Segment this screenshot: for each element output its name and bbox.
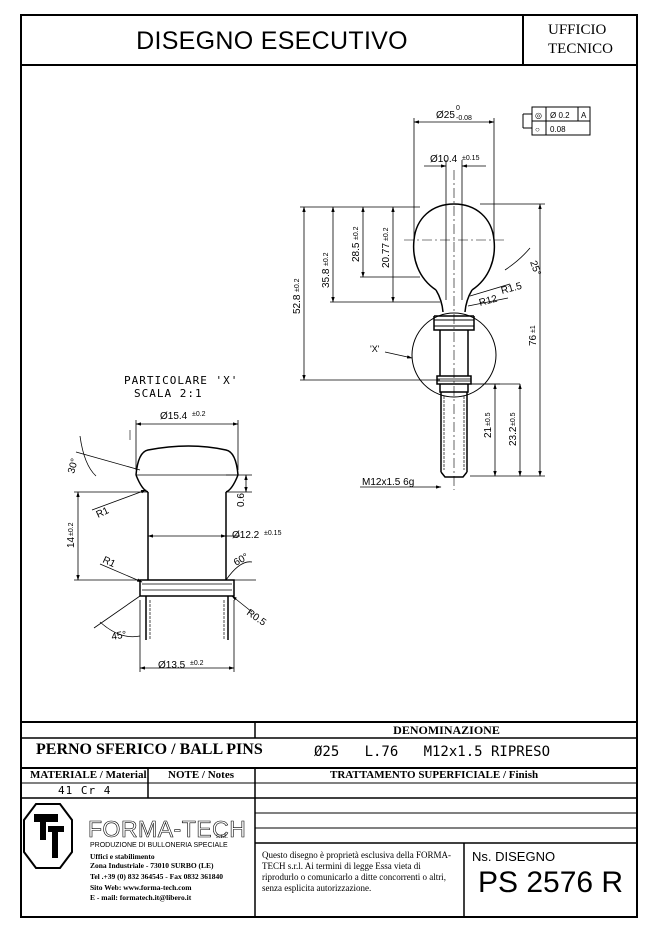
dim-d104-tol: ±0.15 xyxy=(462,155,480,162)
detail-x-circle xyxy=(411,312,497,398)
main-dimension-lines xyxy=(300,118,545,489)
material-label: MATERIALE / Material xyxy=(30,769,147,781)
copyright-notice: Questo disegno è proprietà esclusiva del… xyxy=(262,850,451,893)
drawing-frame: DISEGNO ESECUTIVO UFFICIO TECNICO xyxy=(20,14,638,918)
company-web: Sito Web: www.forma-tech.com xyxy=(90,883,192,892)
dim-angle60: 60° xyxy=(232,552,251,569)
company-email: E - mail: formatech.it@libero.it xyxy=(90,893,192,902)
dim-r1-bottom: R1 xyxy=(101,555,118,571)
denominazione-label: DENOMINAZIONE xyxy=(393,723,500,737)
office-line-1: UFFICIO xyxy=(548,22,607,38)
dim-l232-tol: ±0.5 xyxy=(510,412,517,426)
dim-l2077: 20.77 xyxy=(381,243,392,268)
dim-l358: 35.8 xyxy=(321,268,332,288)
material-value: 41 Cr 4 xyxy=(58,784,112,797)
detail-dimension-lines xyxy=(74,420,256,672)
dim-d104: Ø10.4 xyxy=(430,154,458,165)
company-offices-label: Uffici e stabilimento xyxy=(90,852,155,861)
detail-part-view xyxy=(135,445,239,640)
company-tagline: PRODUZIONE DI BULLONERIA SPECIALE xyxy=(90,842,228,849)
dim-l2077-tol: ±0.2 xyxy=(383,227,390,241)
drawing-number: PS 2576 R xyxy=(478,866,624,899)
part-spec: Ø25 L.76 M12x1.5 RIPRESO xyxy=(314,744,551,760)
dim-d122-tol: ±0.15 xyxy=(264,530,282,537)
dim-l528: 52.8 xyxy=(292,294,303,314)
tolerance-symbol-circular: ○ xyxy=(535,125,540,134)
dim-l21-tol: ±0.5 xyxy=(485,412,492,426)
dim-r1-top: R1 xyxy=(95,505,112,521)
detail-x-label: 'X' xyxy=(370,344,380,354)
tolerance-datum: A xyxy=(581,111,587,120)
office-label: UFFICIO TECNICO xyxy=(522,16,636,66)
main-dimension-labels: Ø25 0 -0.08 Ø10.4 ±0.15 52.8 ±0.2 35.8 ±… xyxy=(292,105,543,488)
dim-d154-tol: ±0.2 xyxy=(192,411,206,418)
dim-d122: Ø12.2 xyxy=(232,530,260,541)
dim-thread: M12x1.5 6g xyxy=(362,477,414,488)
company-phone: Tel .+39 (0) 832 364545 - Fax 0832 36184… xyxy=(90,872,223,881)
header-row: DISEGNO ESECUTIVO UFFICIO TECNICO xyxy=(22,16,636,66)
dim-r12: R12 xyxy=(478,293,499,308)
drawing-number-label: Ns. DISEGNO xyxy=(472,849,556,864)
office-line-2: TECNICO xyxy=(548,41,613,57)
finish-label: TRATTAMENTO SUPERFICIALE / Finish xyxy=(330,769,539,781)
tolerance-value-1: Ø 0.2 xyxy=(550,111,570,120)
dim-l76-tol: ±1 xyxy=(530,325,537,333)
detail-scale: SCALA 2:1 xyxy=(134,387,203,400)
tolerance-frame xyxy=(522,106,591,136)
company-suffix: s.r.l. xyxy=(216,832,228,840)
dim-l232: 23.2 xyxy=(508,426,519,446)
dim-angle45: 45° xyxy=(111,629,128,642)
dim-l528-tol: ±0.2 xyxy=(294,278,301,292)
dim-r15: R1.5 xyxy=(500,281,524,297)
dim-d25-tol-low: -0.08 xyxy=(456,115,472,122)
tolerance-frame-text: ◎ Ø 0.2 A ○ 0.08 xyxy=(535,111,587,134)
tolerance-symbol-concentric: ◎ xyxy=(535,111,542,120)
title-block-grid xyxy=(21,721,637,918)
dim-l285: 28.5 xyxy=(351,242,362,262)
dim-l14: 14 xyxy=(66,536,77,548)
detail-title: PARTICOLARE 'X' xyxy=(124,374,238,387)
company-logo xyxy=(23,803,73,869)
dim-l14-tol: ±0.2 xyxy=(68,522,75,536)
dim-angle25: 25° xyxy=(527,259,543,277)
dim-l358-tol: ±0.2 xyxy=(323,252,330,266)
dim-d135: Ø13.5 xyxy=(158,660,186,671)
tolerance-value-2: 0.08 xyxy=(550,125,566,134)
dim-d25-tol-up: 0 xyxy=(456,105,460,112)
dim-l285-tol: ±0.2 xyxy=(353,226,360,240)
company-name: FORMA-TECH xyxy=(88,816,247,843)
part-name: PERNO SFERICO / BALL PINS xyxy=(36,741,263,758)
dim-r05: R0.5 xyxy=(244,607,268,628)
notes-label: NOTE / Notes xyxy=(168,769,234,781)
dim-d25: Ø25 xyxy=(436,110,455,121)
company-address: Zona Industriale - 73010 SURBO (LE) xyxy=(90,861,214,870)
page-title: DISEGNO ESECUTIVO xyxy=(136,26,408,55)
dim-l21: 21 xyxy=(483,426,494,438)
dim-d154: Ø15.4 xyxy=(160,411,188,422)
detail-dimension-labels: Ø15.4 ±0.2 30° R1 0.6 14 ±0.2 Ø12.2 ±0.1… xyxy=(66,411,282,671)
dim-d135-tol: ±0.2 xyxy=(190,660,204,667)
center-lines xyxy=(129,170,505,490)
dim-angle30: 30° xyxy=(66,457,81,474)
dim-l76: 76 xyxy=(528,334,539,346)
dim-v06: 0.6 xyxy=(236,493,247,507)
